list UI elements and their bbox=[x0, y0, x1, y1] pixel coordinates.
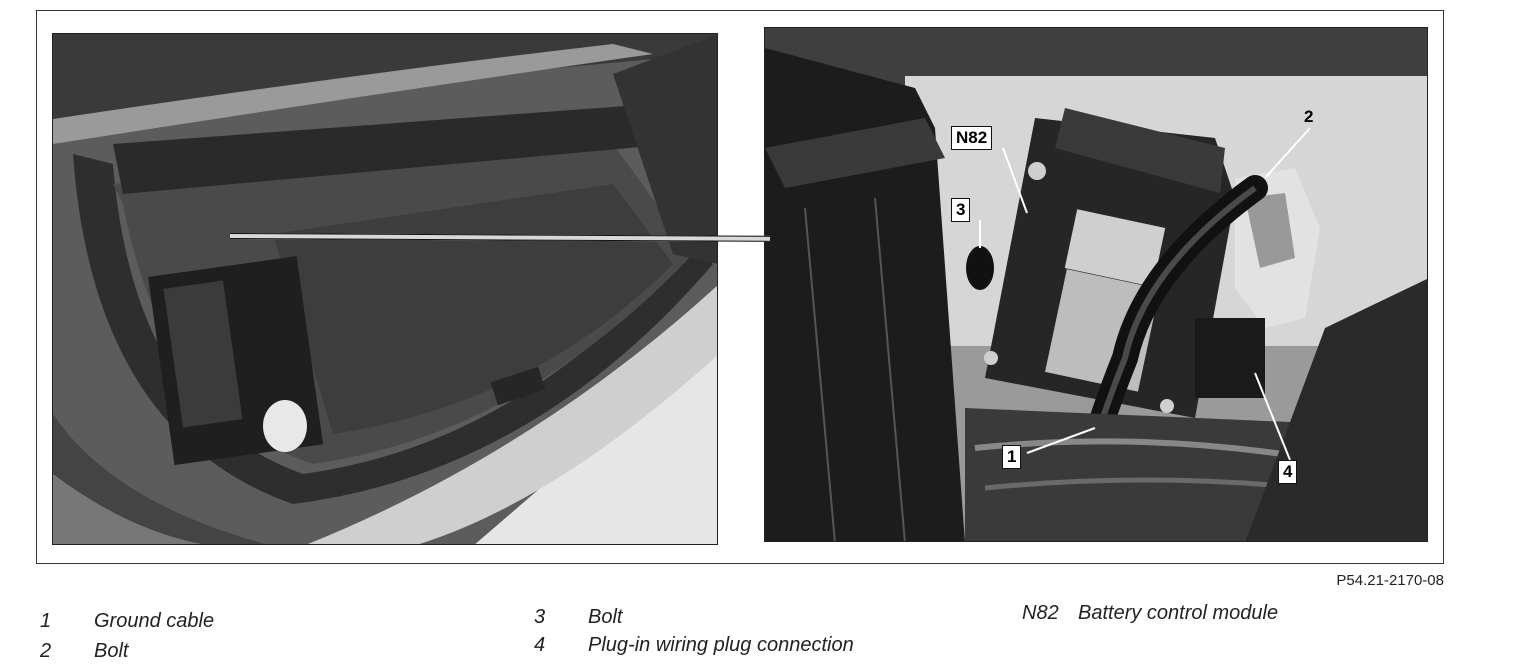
legend-label: Plug-in wiring plug connection bbox=[588, 634, 854, 656]
legend-item: 4 Plug-in wiring plug connection bbox=[534, 634, 854, 657]
legend-label: Bolt bbox=[94, 640, 129, 662]
legend-number: 3 bbox=[534, 606, 546, 628]
legend-item: 3 Bolt bbox=[534, 606, 622, 629]
trunk-photo-illustration bbox=[53, 34, 717, 544]
callout-1: 1 bbox=[1002, 445, 1022, 469]
figure-id: P54.21-2170-08 bbox=[1336, 572, 1444, 589]
callout-n82: N82 bbox=[951, 126, 993, 150]
legend-item: 2 Bolt bbox=[40, 640, 128, 663]
trunk-photo bbox=[52, 33, 718, 545]
legend-number: N82 bbox=[1022, 602, 1059, 624]
legend-number: 4 bbox=[534, 634, 546, 656]
callout-3: 3 bbox=[951, 198, 971, 222]
legend-number: 2 bbox=[40, 640, 52, 662]
callout-2: 2 bbox=[1304, 107, 1314, 126]
legend-label: Battery control module bbox=[1078, 602, 1279, 624]
callout-4: 4 bbox=[1278, 460, 1298, 484]
module-photo bbox=[764, 27, 1428, 542]
figure-frame bbox=[36, 10, 1444, 564]
module-photo-illustration bbox=[765, 28, 1427, 541]
legend-label: Bolt bbox=[588, 606, 623, 628]
legend-number: 1 bbox=[40, 610, 52, 632]
legend-item: 1 Ground cable bbox=[40, 610, 214, 633]
legend-item: N82 Battery control module bbox=[1022, 602, 1278, 625]
legend-label: Ground cable bbox=[94, 610, 215, 632]
